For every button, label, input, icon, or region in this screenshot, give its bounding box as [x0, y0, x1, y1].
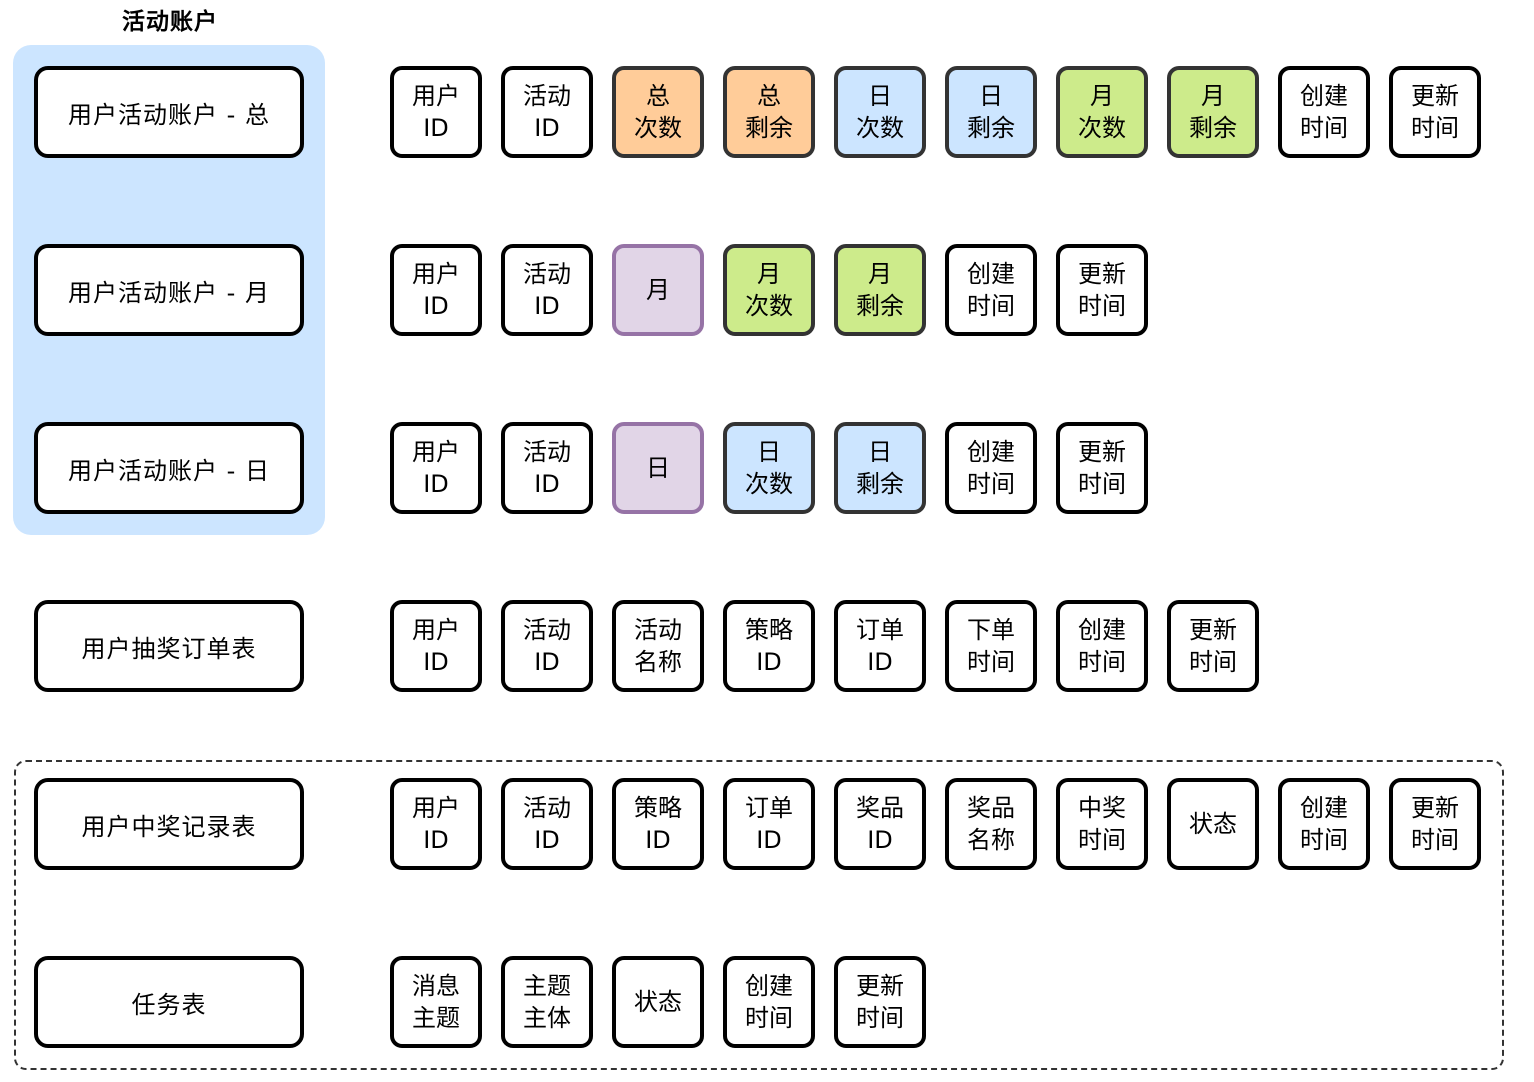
field-box: 更新 时间: [834, 956, 926, 1048]
field-box: 消息 主题: [390, 956, 482, 1048]
field-list: 消息 主题主题 主体状态创建 时间更新 时间: [390, 956, 926, 1048]
field-box: 活动 ID: [501, 422, 593, 514]
field-box: 创建 时间: [1278, 778, 1370, 870]
field-box: 总 剩余: [723, 66, 815, 158]
field-box: 更新 时间: [1056, 244, 1148, 336]
field-box: 创建 时间: [1278, 66, 1370, 158]
field-box: 创建 时间: [1056, 600, 1148, 692]
field-box: 创建 时间: [945, 244, 1037, 336]
field-box: 月 次数: [723, 244, 815, 336]
field-box: 状态: [612, 956, 704, 1048]
field-box: 日 剩余: [834, 422, 926, 514]
field-box: 策略 ID: [723, 600, 815, 692]
group-title: 活动账户: [122, 9, 218, 35]
field-box: 用户 ID: [390, 244, 482, 336]
field-box: 主题 主体: [501, 956, 593, 1048]
field-box: 奖品 名称: [945, 778, 1037, 870]
field-box: 用户 ID: [390, 778, 482, 870]
field-box: 更新 时间: [1389, 778, 1481, 870]
field-box: 创建 时间: [945, 422, 1037, 514]
field-box: 更新 时间: [1056, 422, 1148, 514]
field-box: 更新 时间: [1167, 600, 1259, 692]
field-box: 日 剩余: [945, 66, 1037, 158]
field-box: 订单 ID: [723, 778, 815, 870]
field-box: 活动 ID: [501, 244, 593, 336]
field-box: 月 剩余: [1167, 66, 1259, 158]
field-box: 策略 ID: [612, 778, 704, 870]
field-box: 日 次数: [834, 66, 926, 158]
field-box: 总 次数: [612, 66, 704, 158]
field-box: 订单 ID: [834, 600, 926, 692]
field-box: 状态: [1167, 778, 1259, 870]
table-row: 任务表消息 主题主题 主体状态创建 时间更新 时间: [0, 956, 1534, 1048]
field-box: 活动 ID: [501, 66, 593, 158]
field-box: 活动 名称: [612, 600, 704, 692]
field-box: 活动 ID: [501, 600, 593, 692]
field-box: 奖品 ID: [834, 778, 926, 870]
dashed-group-box: [14, 760, 1504, 1070]
table-name-box: 用户活动账户 - 总: [34, 66, 304, 158]
table-name-box: 用户抽奖订单表: [34, 600, 304, 692]
field-box: 下单 时间: [945, 600, 1037, 692]
field-box: 月 次数: [1056, 66, 1148, 158]
field-box: 月: [612, 244, 704, 336]
table-name-box: 任务表: [34, 956, 304, 1048]
field-box: 日: [612, 422, 704, 514]
table-name-box: 用户活动账户 - 月: [34, 244, 304, 336]
field-box: 月 剩余: [834, 244, 926, 336]
field-box: 活动 ID: [501, 778, 593, 870]
table-name-box: 用户中奖记录表: [34, 778, 304, 870]
table-name-box: 用户活动账户 - 日: [34, 422, 304, 514]
field-box: 用户 ID: [390, 600, 482, 692]
field-box: 用户 ID: [390, 66, 482, 158]
field-box: 更新 时间: [1389, 66, 1481, 158]
field-box: 日 次数: [723, 422, 815, 514]
field-box: 中奖 时间: [1056, 778, 1148, 870]
field-box: 用户 ID: [390, 422, 482, 514]
field-box: 创建 时间: [723, 956, 815, 1048]
